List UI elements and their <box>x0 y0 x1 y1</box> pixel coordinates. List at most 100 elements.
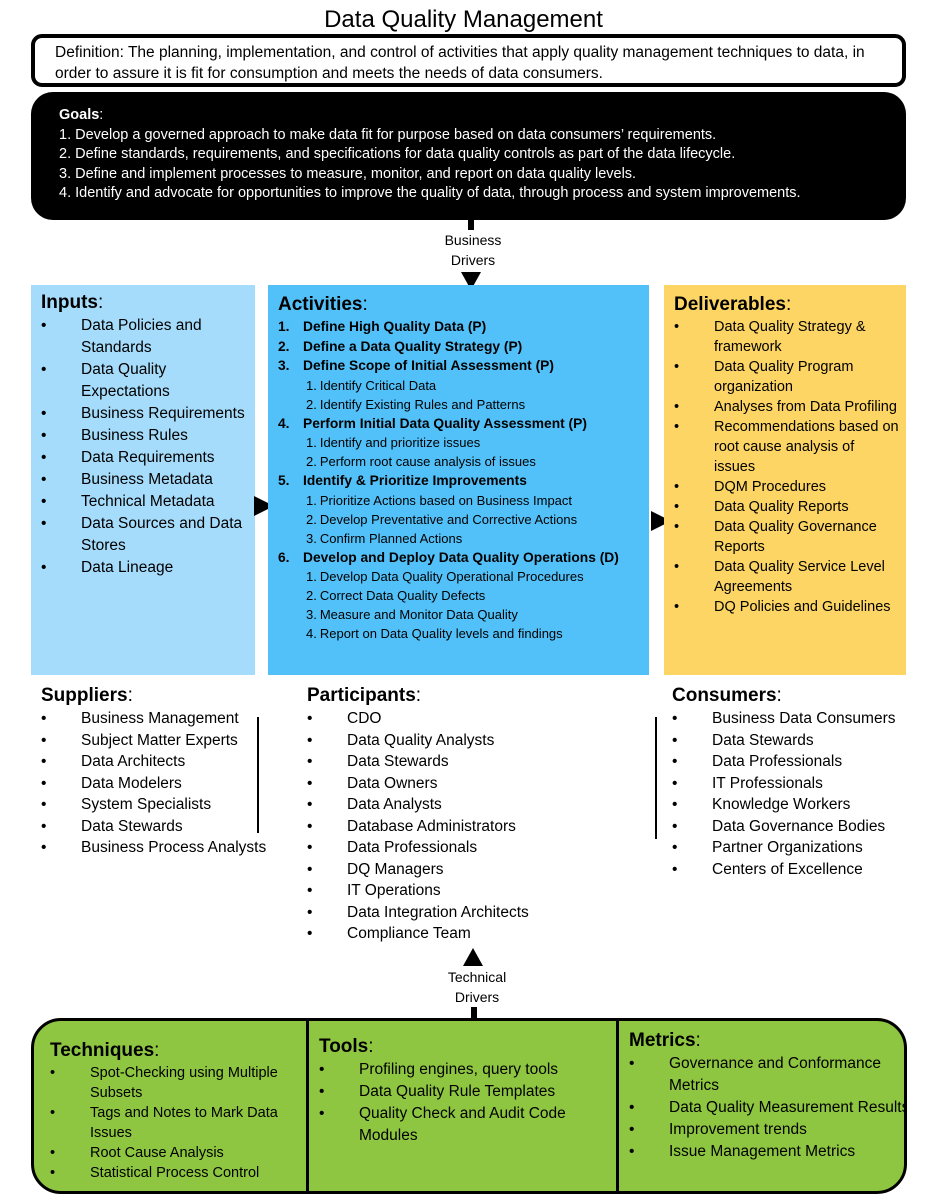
list-item: Business Requirements <box>41 403 246 425</box>
list-item: Data Integration Architects <box>307 902 587 924</box>
list-item: System Specialists <box>41 794 281 816</box>
list-item: Data Analysts <box>307 794 587 816</box>
suppliers-heading: Suppliers: <box>41 685 133 706</box>
list-item: Centers of Excellence <box>672 859 912 881</box>
list-item: Data Quality Strategy & framework <box>674 317 899 357</box>
list-item: Data Quality Service Level Agreements <box>674 557 899 597</box>
list-item: Spot-Checking using Multiple Subsets <box>50 1063 306 1103</box>
list-item: IT Operations <box>307 880 587 902</box>
list-item: Data Sources and Data Stores <box>41 513 246 557</box>
business-drivers-label: Business Drivers <box>444 232 502 268</box>
list-item: Data Quality Reports <box>674 497 899 517</box>
list-item: Data Quality Rule Templates <box>319 1081 616 1103</box>
list-item: Profiling engines, query tools <box>319 1059 616 1081</box>
activity-item: 1.Define High Quality Data (P) <box>278 319 487 334</box>
activity-subitem: 2.Develop Preventative and Corrective Ac… <box>306 511 578 527</box>
list-item: Business Rules <box>41 425 246 447</box>
list-item: Data Governance Bodies <box>672 816 912 838</box>
consumers-section: Consumers: Business Data Consumers Data … <box>672 684 912 880</box>
deliverables-heading: Deliverables: <box>674 294 792 315</box>
list-item: Data Quality Analysts <box>307 730 587 752</box>
business-drivers-line-top <box>468 220 474 230</box>
activities-panel: Activities: 1.Define High Quality Data (… <box>268 285 649 675</box>
activity-subitem: 2.Correct Data Quality Defects <box>306 588 486 603</box>
list-item: Data Professionals <box>672 751 912 773</box>
list-item: Technical Metadata <box>41 491 246 513</box>
list-item: Partner Organizations <box>672 837 912 859</box>
activity-subitem: 2.Perform root cause analysis of issues <box>306 454 536 469</box>
suppliers-list: Business Management Subject Matter Exper… <box>41 708 281 859</box>
consumers-divider <box>655 717 657 839</box>
activity-subitem: 3.Confirm Planned Actions <box>306 530 463 546</box>
activity-item: 5.Identify & Prioritize Improvements <box>278 473 527 488</box>
list-item: Data Stewards <box>41 816 281 838</box>
diagram-title: Data Quality Management <box>324 6 603 33</box>
list-item: Data Stewards <box>307 751 587 773</box>
metrics-heading: Metrics: <box>629 1030 701 1051</box>
list-item: Data Quality Program organization <box>674 357 899 397</box>
activity-subitem: 1.Identify and prioritize issues <box>306 435 481 450</box>
list-item: Root Cause Analysis <box>50 1143 306 1163</box>
goal-item: 3. Define and implement processes to mea… <box>59 165 637 182</box>
list-item: Database Administrators <box>307 816 587 838</box>
list-item: Recommendations based on root cause anal… <box>674 417 899 477</box>
list-item: Improvement trends <box>629 1119 904 1141</box>
tools-section: Tools: Profiling engines, query tools Da… <box>306 1021 616 1191</box>
activity-item: 6.Develop and Deploy Data Quality Operat… <box>278 549 619 565</box>
list-item: Data Quality Expectations <box>41 359 246 403</box>
list-item: Statistical Process Control <box>50 1163 306 1183</box>
consumers-list: Business Data Consumers Data Stewards Da… <box>672 708 912 880</box>
suppliers-section: Suppliers: Business Management Subject M… <box>41 684 281 859</box>
list-item: Subject Matter Experts <box>41 730 281 752</box>
inputs-panel: Inputs: Data Policies and Standards Data… <box>31 285 255 675</box>
list-item: Data Professionals <box>307 837 587 859</box>
consumers-heading: Consumers: <box>672 685 782 706</box>
technical-drivers-label: Technical Drivers <box>447 969 507 1005</box>
list-item: Data Lineage <box>41 557 246 579</box>
inputs-list: Data Policies and Standards Data Quality… <box>41 315 246 579</box>
techniques-section: Techniques: Spot-Checking using Multiple… <box>34 1021 306 1191</box>
list-item: Data Requirements <box>41 447 246 469</box>
goals-box: Goals: 1. Develop a governed approach to… <box>31 92 906 220</box>
goals-heading: Goals: <box>59 107 104 123</box>
list-item: CDO <box>307 708 587 730</box>
list-item: Business Metadata <box>41 469 246 491</box>
list-item: Data Owners <box>307 773 587 795</box>
metrics-list: Governance and Conformance Metrics Data … <box>629 1053 904 1163</box>
goal-item: 4. Identify and advocate for opportuniti… <box>59 185 801 201</box>
suppliers-divider <box>257 717 259 833</box>
list-item: Knowledge Workers <box>672 794 912 816</box>
list-item: Data Architects <box>41 751 281 773</box>
deliverables-panel: Deliverables: Data Quality Strategy & fr… <box>664 285 906 675</box>
tools-heading: Tools: <box>319 1036 374 1057</box>
activity-subitem: 1.Prioritize Actions based on Business I… <box>306 492 573 508</box>
techniques-heading: Techniques: <box>50 1040 160 1061</box>
technical-drivers-line-bottom <box>471 1007 477 1019</box>
list-item: Data Stewards <box>672 730 912 752</box>
metrics-section: Metrics: Governance and Conformance Metr… <box>616 1021 904 1191</box>
activities-heading: Activities: <box>278 294 368 315</box>
list-item: DQM Procedures <box>674 477 899 497</box>
list-item: DQ Managers <box>307 859 587 881</box>
participants-heading: Participants: <box>307 685 422 706</box>
tools-list: Profiling engines, query tools Data Qual… <box>319 1059 616 1147</box>
list-item: IT Professionals <box>672 773 912 795</box>
list-item: Quality Check and Audit Code Modules <box>319 1103 616 1147</box>
list-item: Analyses from Data Profiling <box>674 397 899 417</box>
activity-subitem: 4.Report on Data Quality levels and find… <box>306 626 563 641</box>
activity-subitem: 1.Develop Data Quality Operational Proce… <box>306 569 584 584</box>
bottom-band: Techniques: Spot-Checking using Multiple… <box>31 1018 907 1194</box>
participants-section: Participants: CDO Data Quality Analysts … <box>307 684 587 945</box>
activity-subitem: 1.Identify Critical Data <box>306 377 437 393</box>
technical-drivers-arrow <box>463 948 483 966</box>
list-item: Data Modelers <box>41 773 281 795</box>
definition-box: Definition: The planning, implementation… <box>31 34 906 87</box>
activity-item: 2.Define a Data Quality Strategy (P) <box>278 338 523 354</box>
techniques-list: Spot-Checking using Multiple Subsets Tag… <box>50 1063 306 1183</box>
list-item: Compliance Team <box>307 923 587 945</box>
participants-list: CDO Data Quality Analysts Data Stewards … <box>307 708 587 945</box>
list-item: Data Policies and Standards <box>41 315 246 359</box>
list-item: DQ Policies and Guidelines <box>674 597 899 617</box>
activity-item: 3.Define Scope of Initial Assessment (P) <box>278 358 554 373</box>
list-item: Data Quality Measurement Results <box>629 1097 904 1119</box>
